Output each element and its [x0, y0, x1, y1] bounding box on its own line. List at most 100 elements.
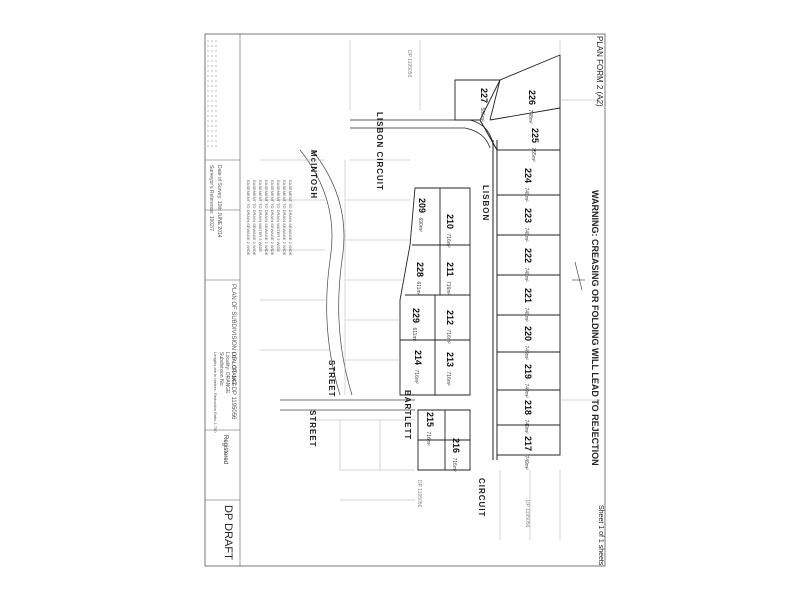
lot-number: 217 [523, 436, 533, 452]
lot-number: 222 [523, 248, 533, 264]
lot-label: 222 749m² [520, 248, 538, 282]
warning-text: WARNING: CREASING OR FOLDING WILL LEAD T… [590, 190, 600, 466]
lengths-label: Lengths are in metres. Reduction Ratio 1… [213, 352, 218, 433]
road-circuit: CIRCUIT [477, 478, 486, 518]
lot-area: 749m² [523, 383, 529, 398]
lot-area: 716m² [413, 369, 419, 384]
lot-number: 219 [523, 364, 533, 380]
lot-label: 209 690m² [414, 198, 432, 232]
lot-area: 749m² [523, 227, 529, 242]
lot-number: 221 [523, 288, 533, 304]
lot-area: 716m² [451, 457, 457, 472]
lot-area: 690m² [417, 217, 423, 232]
lisbon-road [492, 140, 498, 460]
lot-number: 218 [523, 400, 533, 416]
lot-label: 224 749m² [520, 168, 538, 202]
lot-area: 749m² [523, 419, 529, 434]
lot-area: 716m² [445, 280, 451, 296]
lot-label: 220 749m² [520, 326, 538, 360]
lot-area: 749m² [523, 307, 529, 322]
lot-number: 224 [523, 168, 533, 184]
lot-number: 212 [445, 310, 455, 326]
lot-area: 716m² [445, 329, 451, 344]
adjoining-lots [260, 40, 600, 540]
easement-item: EASEMENT TO DRAIN SEWAGE 2 WIDE [264, 180, 269, 256]
lot-label: 226 748m² [524, 90, 542, 124]
bartlett-street [280, 399, 415, 411]
lot-label: 221 749m² [520, 288, 538, 322]
north-arrow [572, 261, 585, 291]
lot-number: 223 [523, 208, 533, 224]
lot-number: 214 [413, 350, 423, 366]
lot-area: 716m² [445, 233, 451, 248]
lot-label: 213 716m² [442, 352, 460, 386]
lot-label: 211 716m² [442, 262, 460, 295]
easement-item: EASEMENT TO DRAIN WATER 3 WIDE [276, 180, 281, 253]
road-lisbon-circuit: LISBON CIRCUIT [375, 112, 384, 191]
lot-label: 229 611m² [408, 308, 426, 341]
easement-item: EASEMENT TO DRAIN SEWAGE 2 WIDE [282, 180, 287, 256]
lot-area: 716m² [425, 431, 431, 446]
lga-label: LGA: ORANGE [230, 352, 236, 387]
lot-number: 227 [479, 88, 489, 104]
lisbon-circuit-curve [350, 119, 494, 146]
lot-number: 225 [530, 128, 540, 144]
survey-date: Date of Survey: 10th JUNE 2014 [216, 165, 222, 238]
lot-area: 749m² [523, 187, 529, 202]
lot-label: 219 749m² [520, 364, 538, 398]
lot-area: 749m² [523, 345, 529, 360]
sheet-label: Sheet 1 of 1 sheets [597, 505, 604, 566]
lot-area: 755m² [530, 147, 536, 162]
lot-area: 749m² [523, 267, 529, 282]
lot-number: 220 [523, 326, 533, 342]
lot-number: 213 [445, 352, 455, 368]
lot-number: 211 [445, 262, 455, 277]
survey-reference: Surveyor's Reference: 1002/7 [208, 165, 214, 231]
lot-number: 210 [445, 214, 455, 230]
lot-label: 217 749m² [520, 436, 538, 470]
lot-label: 228 611m² [412, 262, 430, 295]
plan-form-label: PLAN FORM 2 (A2) [595, 36, 604, 107]
lot-area: 716m² [445, 371, 451, 386]
lot-label: 215 716m² [422, 412, 440, 446]
adjoining-dp-label: DP 1195056 [416, 480, 422, 508]
adjoining-dp-label: DP 1195056 [524, 500, 530, 528]
dp-draft-label: DP DRAFT [222, 505, 234, 560]
subdivision-label: Subdivision No: [218, 352, 224, 387]
bottom-lots [417, 409, 471, 471]
road-bartlett: BARTLETT [403, 390, 412, 441]
easement-item: EASEMENT TO DRAIN SEWAGE 2 WIDE [246, 180, 251, 256]
mcintosh-street [299, 149, 353, 396]
road-street-2: STREET [308, 410, 317, 448]
lot-label: 214 716m² [410, 350, 428, 384]
lot-label: 216 716m² [448, 438, 466, 472]
lot-label: 218 749m² [520, 400, 538, 434]
locality-label: Locality: ORANGE [224, 352, 230, 394]
lot-number: 216 [451, 438, 461, 454]
lot-label: 227 586m² [476, 88, 494, 122]
frame-ticks [207, 40, 217, 150]
right-lots [496, 149, 561, 456]
lot-label: 223 749m² [520, 208, 538, 242]
lot-area: 749m² [523, 455, 529, 470]
lot-area: 611m² [411, 327, 417, 342]
lot-number: 226 [527, 90, 537, 106]
lot-label: 225 755m² [527, 128, 545, 162]
easement-item: EASEMENT TO DRAIN SEWAGE 2 WIDE [288, 180, 293, 256]
lot-area: 611m² [415, 281, 421, 296]
easement-item: EASEMENT TO DRAIN SEWAGE 2 WIDE [270, 180, 275, 256]
middle-lots [399, 187, 471, 396]
lot-label: 212 716m² [442, 310, 460, 344]
sheet-frame [204, 33, 606, 567]
lot-label: 210 716m² [442, 214, 460, 248]
lot-number: 209 [417, 198, 427, 214]
lot-area: 586m² [479, 107, 485, 122]
road-mcintosh: McINTOSH [309, 150, 318, 200]
road-street: STREET [327, 360, 336, 398]
lot-number: 229 [411, 308, 421, 324]
lot-area: 748m² [527, 109, 533, 124]
lot-number: 228 [415, 262, 425, 278]
adjoining-dp-label: DP 1195056 [406, 50, 412, 78]
